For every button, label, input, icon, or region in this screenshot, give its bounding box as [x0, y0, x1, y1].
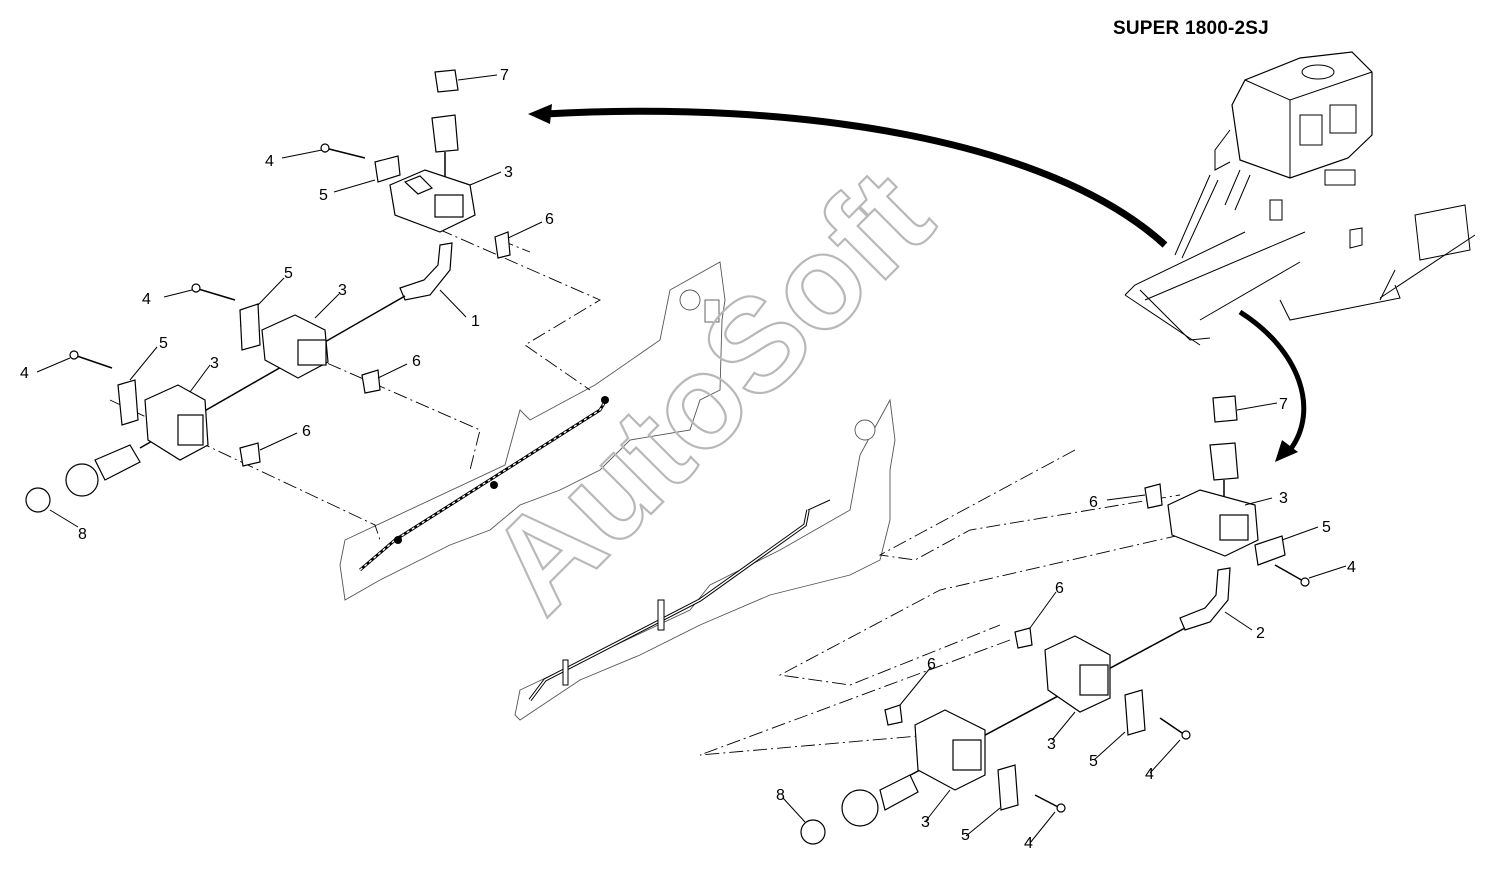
callout-1: 1: [471, 313, 480, 330]
callout-5: 5: [1089, 753, 1098, 770]
machine-overview-illustration: [1124, 51, 1476, 346]
callout-6: 6: [412, 353, 421, 370]
callout-4: 4: [20, 365, 29, 382]
callout-3: 3: [338, 282, 347, 299]
watermark: AutoSoft: [461, 142, 959, 640]
reference-arrows: [528, 104, 1307, 462]
callout-5: 5: [961, 827, 970, 844]
callout-8: 8: [776, 787, 785, 804]
diagram-title: SUPER 1800-2SJ: [1113, 18, 1269, 39]
callout-6: 6: [1089, 494, 1098, 511]
callout-4: 4: [1145, 766, 1154, 783]
upper-left-assembly: [25, 69, 601, 541]
callout-6: 6: [302, 423, 311, 440]
callout-3: 3: [504, 164, 513, 181]
callout-3: 3: [210, 355, 219, 372]
callout-4: 4: [265, 153, 274, 170]
callout-7: 7: [1279, 396, 1288, 413]
callout-2: 2: [1256, 625, 1265, 642]
callout-8: 8: [78, 526, 87, 543]
leader-lines: [36, 74, 1347, 844]
callout-3: 3: [1047, 736, 1056, 753]
callout-6: 6: [1055, 580, 1064, 597]
callout-5: 5: [1322, 519, 1331, 536]
callout-4: 4: [142, 291, 151, 308]
callout-4: 4: [1347, 559, 1356, 576]
callout-3: 3: [921, 814, 930, 831]
frame-plate-left: [339, 261, 726, 601]
lower-right-assembly: [699, 395, 1310, 845]
frame-plate-right: [514, 398, 896, 721]
callout-4: 4: [1024, 835, 1033, 852]
callout-6: 6: [545, 211, 554, 228]
callout-3: 3: [1279, 490, 1288, 507]
callout-5: 5: [319, 187, 328, 204]
callouts: 7 4 3 5 6 5 4 3 1 5 4 3 6 6 8 7 6 3 5 4 …: [20, 67, 1356, 852]
callout-7: 7: [500, 67, 509, 84]
callout-6: 6: [927, 656, 936, 673]
callout-5: 5: [159, 335, 168, 352]
callout-5: 5: [284, 265, 293, 282]
